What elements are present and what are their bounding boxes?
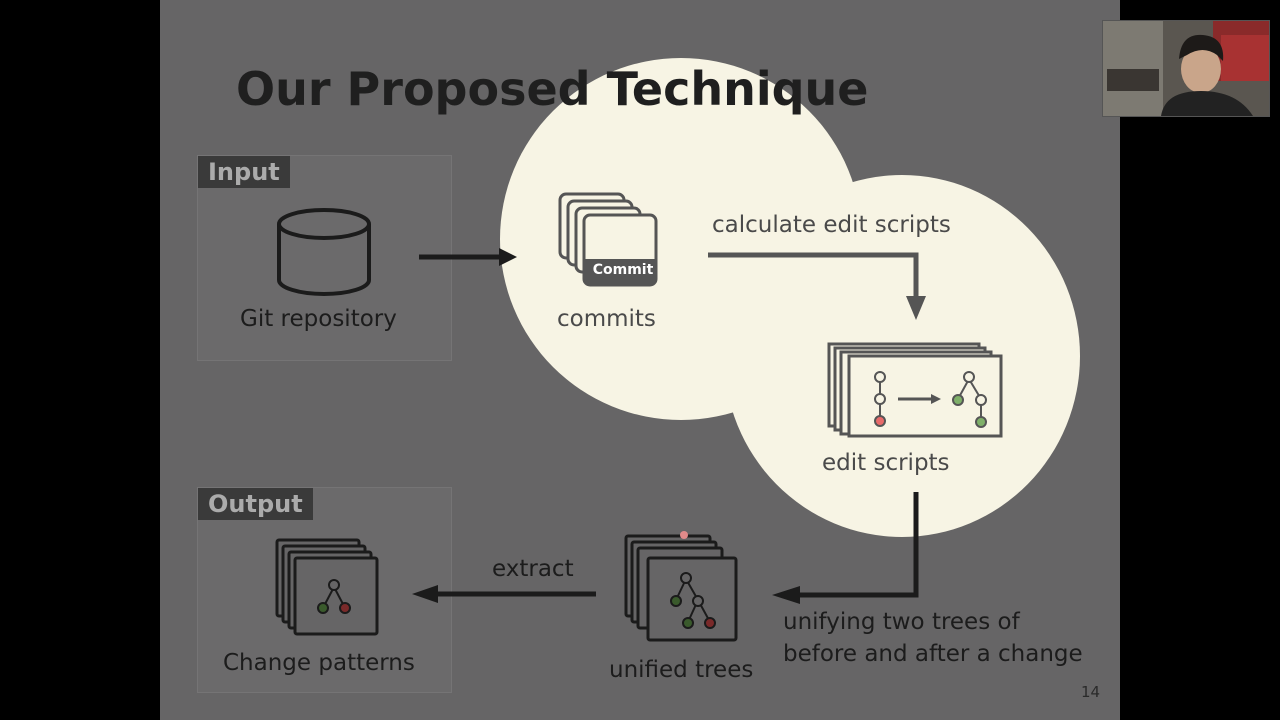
arrow-edit-scripts-to-unified [772, 492, 919, 604]
unified-trees-label: unified trees [609, 657, 754, 683]
git-repository-label: Git repository [240, 306, 397, 332]
arrow-input-to-commits [419, 248, 517, 266]
arrow-unified-to-output [412, 585, 596, 603]
input-panel: Input Git repository [197, 155, 452, 361]
pointer-dot [680, 531, 688, 539]
commits-icon [558, 192, 658, 287]
database-icon [277, 208, 371, 296]
commit-badge: Commit [592, 262, 654, 278]
edit-scripts-icon [827, 342, 1003, 438]
webcam-video [1102, 20, 1270, 117]
output-tag: Output [198, 488, 313, 520]
calculate-edit-scripts-label: calculate edit scripts [712, 212, 951, 238]
change-patterns-label: Change patterns [223, 650, 415, 676]
output-panel: Output Change patterns [197, 487, 452, 693]
slide: Our Proposed Technique Input Git reposit… [160, 0, 1120, 720]
extract-label: extract [492, 556, 574, 582]
unifying-caption-line2: before and after a change [783, 641, 1083, 667]
page-title: Our Proposed Technique [236, 62, 869, 116]
change-patterns-icon [275, 538, 379, 636]
input-tag: Input [198, 156, 290, 188]
arrow-commits-to-edit-scripts [708, 252, 926, 320]
unifying-caption-line1: unifying two trees of [783, 609, 1020, 635]
presenter-image [1103, 21, 1269, 116]
edit-scripts-label: edit scripts [822, 450, 950, 476]
unified-trees-icon [624, 534, 738, 642]
page-number: 14 [1081, 683, 1101, 701]
commits-label: commits [557, 306, 656, 332]
